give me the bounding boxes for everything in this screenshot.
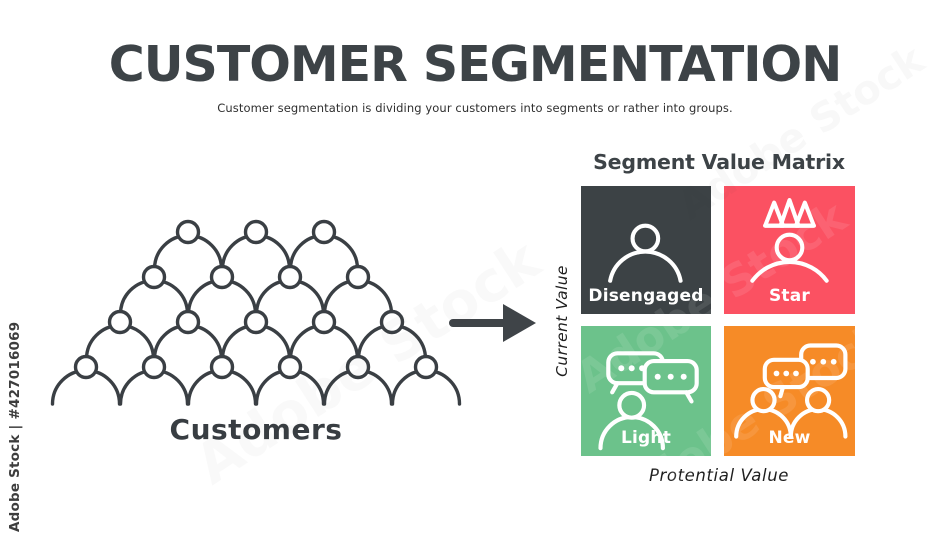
person-icon [608,223,683,283]
stock-attribution-text: Adobe Stock | #427016069 [7,321,23,532]
matrix-cell-label: Star [768,286,811,306]
customers-label: Customers [169,413,343,446]
customers-pyramid-icon [50,219,462,406]
matrix-cell-new: New [724,326,855,456]
matrix-cell-star: Star [724,186,855,314]
y-axis-label: Current Value [553,265,571,377]
matrix-cell-light: Light [581,326,711,456]
right-arrow-icon [449,304,536,342]
matrix-cell-label: New [768,428,811,448]
matrix-cell-label: Disengaged [588,286,704,306]
page-title: CUSTOMER SEGMENTATION [108,36,842,93]
page-subtitle: Customer segmentation is dividing your c… [217,101,733,115]
person-chat-icon [598,351,699,451]
crowned-person-icon [750,198,829,283]
x-axis-label: Protential Value [648,466,790,485]
matrix-cell-disengaged: Disengaged [581,186,711,314]
matrix-title: Segment Value Matrix [593,150,845,174]
matrix-cell-label: Light [620,428,672,448]
group-chat-icon [734,343,848,439]
